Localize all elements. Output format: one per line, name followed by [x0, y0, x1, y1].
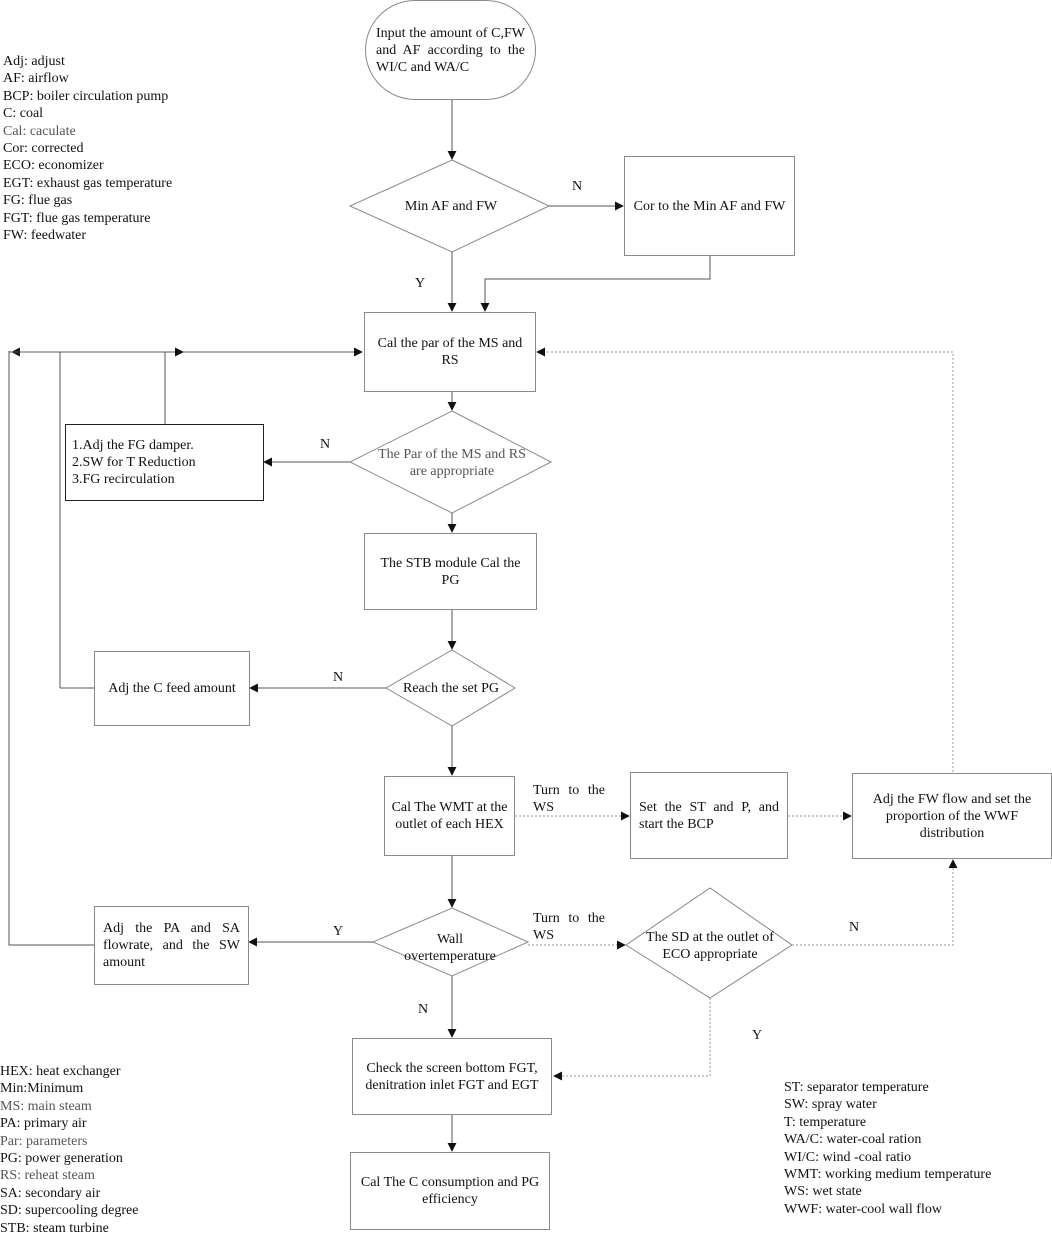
- diamond-pg-text: Reach the set PG: [402, 680, 500, 696]
- diamond-wall-text: Wall overtemperature: [404, 932, 496, 964]
- legend-item: C: coal: [3, 106, 44, 122]
- legend-item: EGT: exhaust gas temperature: [3, 175, 173, 191]
- adj-fw-box: Adj the FW flow and set the proportion o…: [852, 773, 1052, 859]
- cal-par-text: Cal the par of the MS and RS: [377, 336, 523, 368]
- label-n-pg: N: [333, 670, 344, 685]
- diamond-sd-text: The SD at the outlet of ECO appropriate: [646, 930, 774, 962]
- diamond-min-text: Min AF and FW: [404, 198, 498, 214]
- check-fgt-text: Check the screen bottom FGT, denitration…: [365, 1060, 539, 1093]
- legend-item: WI/C: wind -coal ratio: [784, 1149, 912, 1165]
- label-n-wall: N: [418, 1002, 429, 1017]
- cal-c-text: Cal The C consumption and PG efficiency: [360, 1175, 540, 1207]
- diamond-par-text: The Par of the MS and RS are appropriate: [378, 447, 526, 479]
- start-terminal: Input the amount of C,FW and AF accordin…: [365, 0, 536, 100]
- stb-text: The STB module Cal the PG: [380, 555, 521, 588]
- legend-item: T: temperature: [784, 1114, 867, 1130]
- adj-pa-text: Adj the PA and SA flowrate, and the SW a…: [103, 921, 240, 970]
- adjust-fg-line-2: 2.SW for T Reduction: [72, 455, 196, 470]
- legend-top-left: Adj: adjust AF: airflow BCP: boiler circ…: [3, 53, 172, 244]
- legend-item: FG: flue gas: [3, 193, 73, 209]
- edge-dsd-to-adjfw: [792, 859, 958, 946]
- legend-item: AF: airflow: [3, 71, 69, 87]
- edge-adjfw-to-calpar: [536, 347, 954, 772]
- edge-cor-to-calpar: [480, 256, 711, 312]
- label-y-min: Y: [415, 276, 426, 291]
- adjust-fg-box: 1.Adj the FG damper. 2.SW for T Reductio…: [65, 424, 264, 501]
- adj-c-box: Adj the C feed amount: [94, 651, 250, 726]
- cor-min-box: Cor to the Min AF and FW: [624, 156, 795, 256]
- legend-item: Cor: corrected: [3, 141, 84, 157]
- cal-par-box: Cal the par of the MS and RS: [364, 312, 536, 392]
- legend-item: STB: steam turbine: [0, 1220, 109, 1234]
- legend-item: SA: secondary air: [0, 1185, 101, 1201]
- legend-item: Min:Minimum: [0, 1081, 84, 1097]
- cal-c-box: Cal The C consumption and PG efficiency: [350, 1152, 550, 1230]
- legend-item: SD: supercooling degree: [0, 1203, 139, 1219]
- legend-item: SW: spray water: [784, 1097, 877, 1113]
- legend-bottom-right: ST: separator temperature SW: spray wate…: [784, 1079, 991, 1218]
- legend-item: FW: feedwater: [3, 228, 87, 244]
- cal-wmt-text: Cal The WMT at the outlet of each HEX: [391, 800, 508, 832]
- label-n-sd: N: [849, 920, 860, 935]
- legend-item: HEX: heat exchanger: [0, 1064, 121, 1079]
- legend-item: FGT: flue gas temperature: [3, 210, 151, 226]
- adjust-fg-line-3: 3.FG recirculation: [72, 472, 175, 487]
- cor-min-text: Cor to the Min AF and FW: [633, 198, 786, 214]
- legend-item: Adj: adjust: [3, 54, 65, 69]
- cal-wmt-box: Cal The WMT at the outlet of each HEX: [384, 776, 515, 856]
- legend-item: PA: primary air: [0, 1116, 87, 1132]
- adjust-fg-line-1: 1.Adj the FG damper.: [72, 438, 194, 453]
- label-turn-ws-1: Turn to the WS: [533, 783, 605, 815]
- check-fgt-box: Check the screen bottom FGT, denitration…: [352, 1038, 552, 1115]
- set-st-box: Set the ST and P, and start the BCP: [630, 772, 788, 859]
- legend-item: Cal: caculate: [3, 123, 76, 139]
- label-y-sd: Y: [752, 1028, 763, 1043]
- legend-item: Par: parameters: [0, 1133, 88, 1149]
- legend-item: WMT: working medium temperature: [784, 1167, 992, 1183]
- legend-item: WS: wet state: [784, 1184, 862, 1200]
- adj-pa-box: Adj the PA and SA flowrate, and the SW a…: [94, 906, 249, 985]
- legend-item: BCP: boiler circulation pump: [3, 88, 169, 104]
- label-y-wall: Y: [333, 924, 344, 939]
- edge-dsd-to-check: [553, 998, 711, 1081]
- label-turn-ws-2: Turn to the WS: [533, 911, 605, 943]
- legend-item: ECO: economizer: [3, 158, 104, 174]
- start-text: Input the amount of C,FW and AF accordin…: [376, 25, 525, 75]
- legend-bottom-left: HEX: heat exchanger Min:Minimum MS: main…: [0, 1063, 138, 1234]
- label-n-min: N: [572, 179, 583, 194]
- label-n-par: N: [320, 437, 331, 452]
- legend-item: PG: power generation: [0, 1151, 123, 1167]
- legend-item: MS: main steam: [0, 1098, 92, 1114]
- legend-item: WWF: water-cool wall flow: [784, 1201, 942, 1217]
- legend-item: ST: separator temperature: [784, 1080, 929, 1095]
- legend-item: RS: reheat steam: [0, 1168, 95, 1184]
- stb-box: The STB module Cal the PG: [364, 533, 537, 610]
- set-st-text: Set the ST and P, and start the BCP: [639, 799, 779, 832]
- adj-fw-text: Adj the FW flow and set the proportion o…: [872, 791, 1032, 841]
- legend-item: WA/C: water-coal ration: [784, 1132, 922, 1148]
- adj-c-text: Adj the C feed amount: [108, 681, 236, 696]
